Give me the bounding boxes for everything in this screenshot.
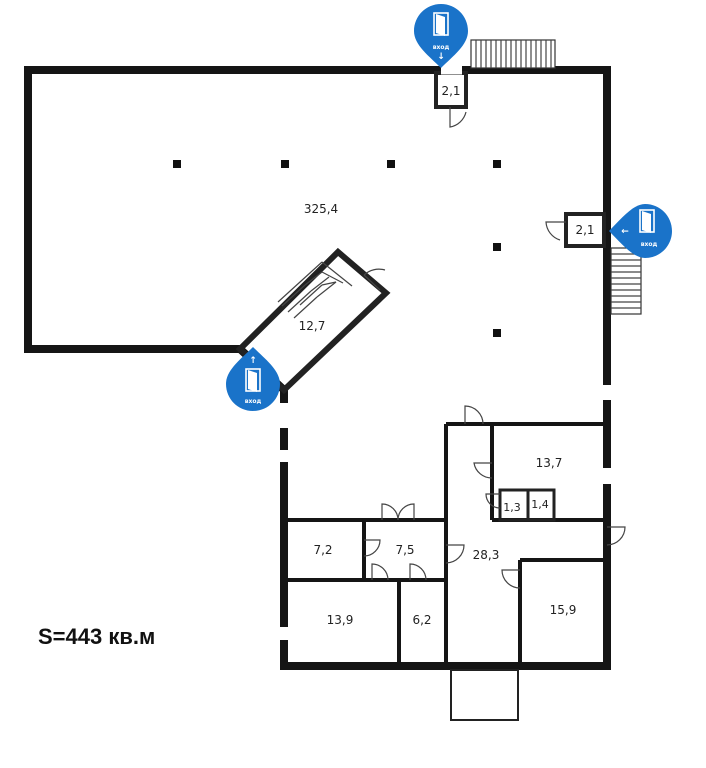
entrance-label: вход [641, 241, 658, 248]
entry-right-room [545, 212, 606, 248]
room-label-75: 7,5 [395, 543, 414, 557]
door-icon [433, 12, 449, 36]
entrance-arrow: ↑ [249, 356, 257, 366]
room-label-entry-top: 2,1 [441, 84, 460, 98]
room-label-62: 6,2 [412, 613, 431, 627]
bottom-porch [450, 669, 519, 721]
top-stairs [470, 39, 556, 69]
entry-top-room [434, 65, 468, 128]
outer-wall [24, 66, 611, 670]
room-label-corridor: 28,3 [473, 548, 500, 562]
room-label-stair: 12,7 [299, 319, 326, 333]
room-label-hall: 325,4 [304, 202, 338, 216]
entrance-label: вход [433, 44, 450, 51]
right-stairs [610, 247, 642, 315]
entrance-marker-top: вход ↓ [414, 4, 468, 68]
right-block-walls [444, 422, 607, 666]
total-area-label: S=443 кв.м [38, 624, 156, 649]
windows [279, 385, 612, 640]
room-label-139: 13,9 [327, 613, 354, 627]
entrance-marker-right: вход ← [609, 204, 672, 258]
doors [363, 405, 626, 589]
room-label-14: 1,4 [531, 498, 549, 511]
room-labels: 325,4 2,1 2,1 12,7 13,7 1,3 1,4 28,3 7,2… [299, 84, 595, 627]
inner-stairs [277, 261, 353, 319]
door-icon [245, 368, 261, 392]
entrance-arrow: ← [621, 227, 629, 237]
left-block-walls [284, 518, 446, 666]
columns [173, 160, 501, 337]
room-label-72: 7,2 [313, 543, 332, 557]
room-label-137: 13,7 [536, 456, 563, 470]
room-label-entry-right: 2,1 [575, 223, 594, 237]
entrance-arrow: ↓ [437, 52, 445, 62]
entrance-marker-left: ↑ вход [226, 347, 280, 411]
room-label-159: 15,9 [550, 603, 577, 617]
entrance-label: вход [245, 398, 262, 405]
door-icon [639, 209, 655, 233]
room-label-13: 1,3 [503, 501, 521, 514]
